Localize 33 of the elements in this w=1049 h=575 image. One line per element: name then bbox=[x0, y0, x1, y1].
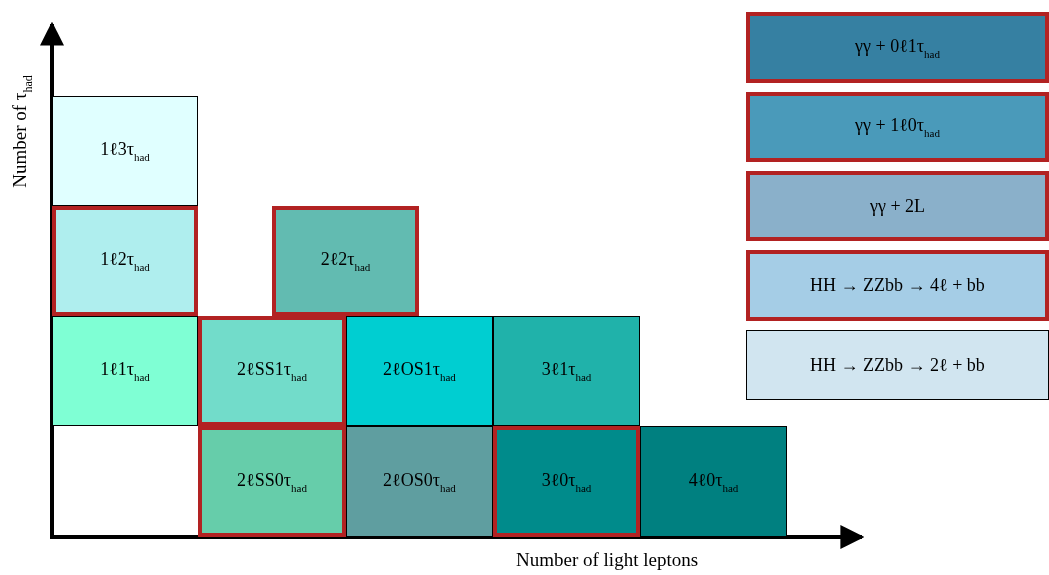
category-box bbox=[198, 316, 346, 426]
category-label: 4ℓ0τ$_{had}$ bbox=[688, 469, 739, 494]
category-label: 2ℓSS0τ$_{had}$ bbox=[237, 469, 307, 494]
category-label: HH → ZZbb → 2ℓ + bb bbox=[810, 354, 985, 376]
category-label: γγ + 1ℓ0τ$_{had}$ bbox=[855, 115, 940, 139]
category-box bbox=[52, 206, 198, 316]
category-box bbox=[198, 426, 346, 537]
category-box bbox=[52, 96, 198, 206]
category-label: 3ℓ1τ$_{had}$ bbox=[541, 359, 592, 383]
category-box bbox=[272, 206, 419, 316]
category-label: HH → ZZbb → 4ℓ + bb bbox=[810, 275, 985, 296]
category-box bbox=[493, 426, 640, 537]
category-label: 3ℓ0τ$_{had}$ bbox=[541, 469, 592, 494]
category-box bbox=[493, 316, 640, 426]
category-label: 1ℓ2τ$_{had}$ bbox=[100, 249, 150, 273]
category-box bbox=[346, 426, 493, 537]
axis-title: Number of light leptons bbox=[516, 549, 699, 571]
category-label: γγ + 2L bbox=[869, 195, 926, 217]
category-label: 2ℓOS1τ$_{had}$ bbox=[383, 359, 456, 383]
category-label: 2ℓOS0τ$_{had}$ bbox=[383, 469, 456, 494]
category-box bbox=[746, 92, 1049, 162]
category-label: 1ℓ3τ$_{had}$ bbox=[100, 139, 150, 163]
category-box bbox=[346, 316, 493, 426]
category-box bbox=[746, 171, 1049, 241]
category-box bbox=[640, 426, 787, 537]
category-label: γγ + 0ℓ1τ$_{had}$ bbox=[855, 35, 940, 60]
category-label: 2ℓ2τ$_{had}$ bbox=[320, 249, 371, 273]
category-label: 2ℓSS1τ$_{had}$ bbox=[237, 359, 307, 383]
category-box bbox=[746, 250, 1049, 321]
category-box bbox=[746, 330, 1049, 400]
category-box bbox=[746, 12, 1049, 83]
category-label: 1ℓ1τ$_{had}$ bbox=[100, 359, 150, 383]
category-box bbox=[52, 316, 198, 426]
